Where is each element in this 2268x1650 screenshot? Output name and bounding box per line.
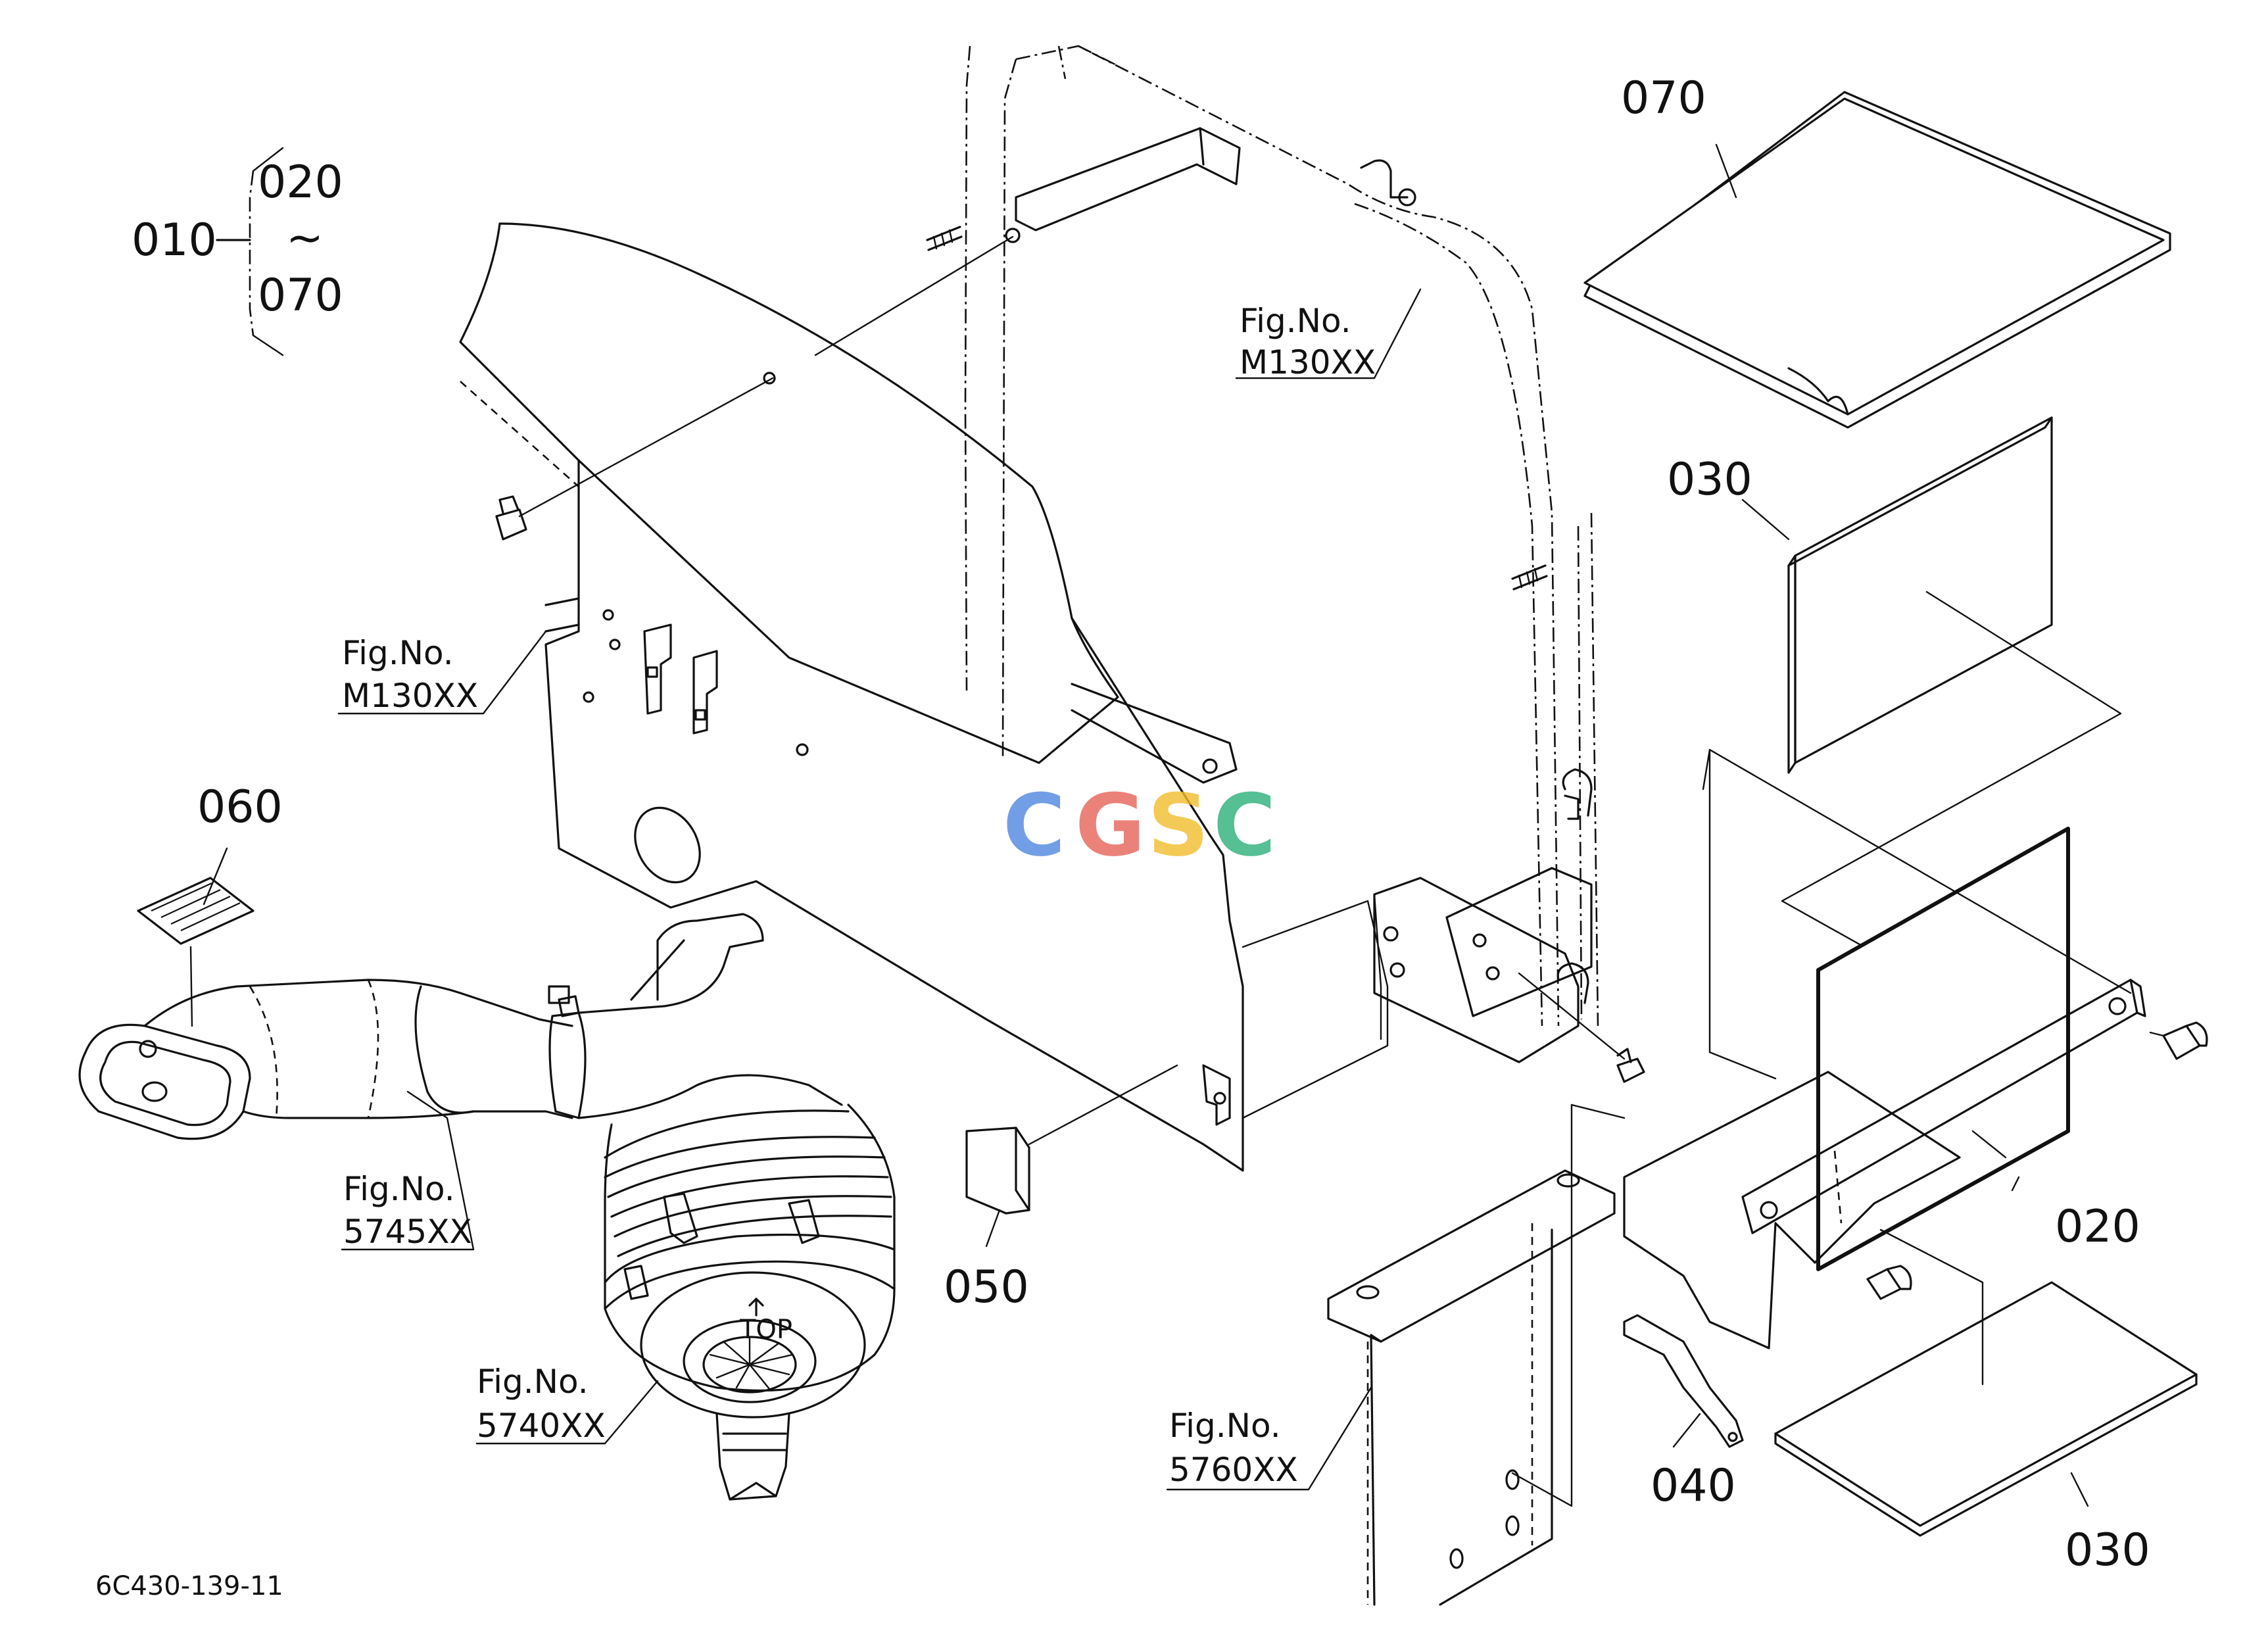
label-group-tilde: ~ xyxy=(286,212,324,264)
figref-shield-line1: Fig.No. xyxy=(342,634,454,672)
figref-duct-line1: Fig.No. xyxy=(343,1170,455,1208)
label-050: 050 xyxy=(944,1261,1029,1313)
label-group-020: 020 xyxy=(258,157,343,208)
label-020: 020 xyxy=(2055,1201,2140,1253)
part-060-caution-label xyxy=(137,877,254,1027)
label-030-lower: 030 xyxy=(2065,1524,2150,1576)
label-030-upper: 030 xyxy=(1667,454,1752,506)
part-020-cover-plate xyxy=(1518,748,2208,1349)
part-number-labels: 010 020 ~ 070 070 030 060 050 020 040 03… xyxy=(132,72,2150,1576)
label-070: 070 xyxy=(1621,72,1706,124)
drawing-code: 6C430-139-11 xyxy=(95,1571,283,1601)
air-cleaner-assembly: TOP xyxy=(548,913,896,1501)
figref-duct-line2: 5745XX xyxy=(343,1213,472,1251)
part-030-insulation-board-lower xyxy=(1774,1228,2198,1537)
logo-letter-c2: C xyxy=(1213,775,1276,875)
support-bracket xyxy=(1327,1104,1626,1606)
label-040: 040 xyxy=(1651,1460,1736,1512)
part-040-strap xyxy=(1623,1314,1744,1448)
figref-aircleaner-line2: 5740XX xyxy=(477,1407,606,1445)
label-group-070: 070 xyxy=(258,270,343,322)
label-group-010: 010 xyxy=(132,214,217,266)
figref-frame-line2: M130XX xyxy=(1240,343,1376,381)
top-marking: TOP xyxy=(739,1315,792,1345)
label-060: 060 xyxy=(197,781,283,833)
side-shield-panel xyxy=(459,222,1244,1172)
logo-letter-c1: C xyxy=(1003,775,1065,875)
part-050-pad xyxy=(965,1064,1178,1215)
intake-duct xyxy=(78,979,573,1140)
logo-letter-s: S xyxy=(1147,775,1209,875)
figref-shield-line2: M130XX xyxy=(342,677,478,715)
rops-frame-phantom xyxy=(926,45,1599,1063)
part-070-decal-sheet xyxy=(1583,91,2171,429)
part-030-insulation-board-upper xyxy=(1741,416,2122,994)
logo-letter-g: G xyxy=(1075,775,1146,875)
figref-aircleaner-line1: Fig.No. xyxy=(477,1363,589,1401)
figure-reference-labels: Fig.No. M130XX Fig.No. M130XX Fig.No. 57… xyxy=(342,302,1376,1489)
figref-frame-line1: Fig.No. xyxy=(1240,302,1351,340)
mid-phantom-panel xyxy=(1242,893,1389,1119)
cgsc-watermark-logo: C G S C xyxy=(1003,775,1276,875)
figref-bracket-line1: Fig.No. xyxy=(1169,1407,1281,1445)
figref-bracket-line2: 5760XX xyxy=(1169,1451,1298,1489)
leader-lines xyxy=(203,147,2020,1491)
